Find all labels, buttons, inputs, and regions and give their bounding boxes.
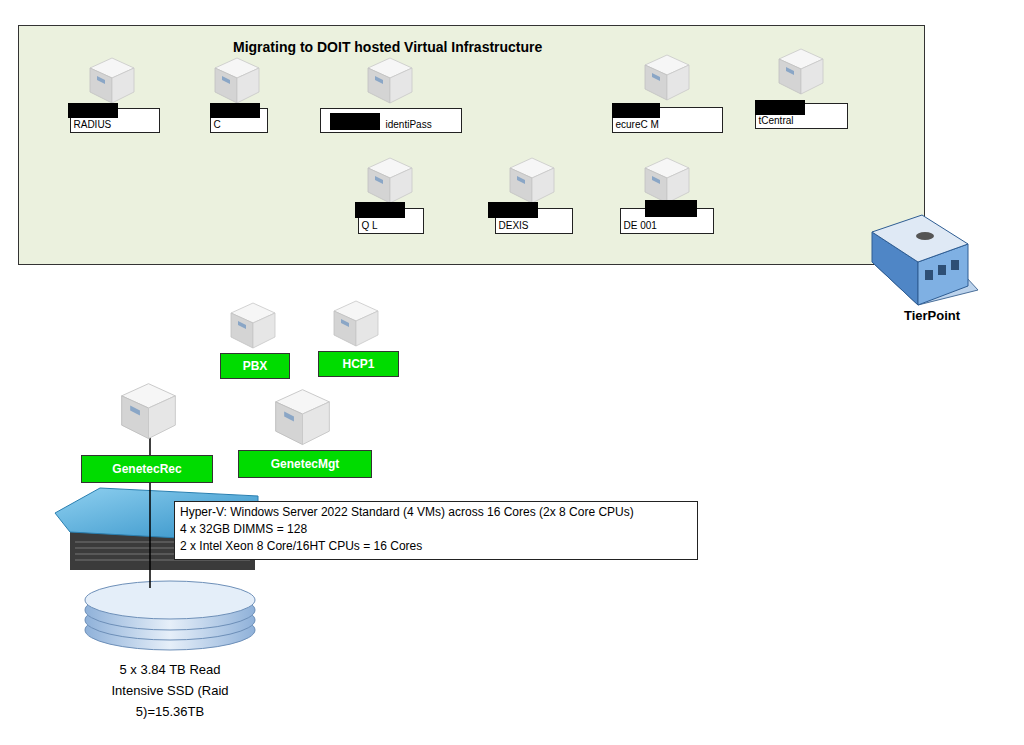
vm-icon (276, 390, 330, 445)
group-band: Migrating to DOIT hosted Virtual Infrast… (18, 25, 925, 265)
vm-label-box: RADIUS (70, 108, 160, 133)
vm-icon (645, 158, 689, 203)
group-heading: Migrating to DOIT hosted Virtual Infrast… (233, 39, 542, 55)
vm-green-box: HCP1 (318, 351, 399, 377)
node-text: tCentral (759, 115, 794, 127)
vm-icon (368, 58, 412, 103)
node-text: DEXIS (499, 220, 529, 232)
node-text: DE 001 (624, 220, 657, 232)
node-text: 2 x Intel Xeon 8 Core/16HT CPUs = 16 Cor… (180, 538, 692, 555)
node-text: HCP1 (342, 357, 374, 371)
vm-label-box: ecureC M (612, 107, 723, 133)
node-text: GenetecRec (112, 462, 181, 476)
node-text: Q L (362, 220, 378, 232)
vm-label-box: DEXIS (495, 208, 573, 234)
vm-icon (510, 158, 554, 203)
node-text: ecureC M (616, 119, 659, 131)
vm-label-box: identiPass (320, 108, 462, 133)
vm-icon (779, 49, 823, 94)
node-text: PBX (243, 359, 268, 373)
node-text: C (214, 119, 221, 131)
node-text: Hyper-V: Windows Server 2022 Standard (4… (180, 504, 692, 521)
vm-label-box: DE 001 (620, 208, 714, 234)
redaction-blocks (68, 100, 805, 218)
storage-label: 5 x 3.84 TB Read Intensive SSD (Raid 5)=… (100, 659, 240, 722)
vm-icon (368, 158, 412, 203)
node-text: identiPass (324, 119, 432, 131)
vm-label-box: Q L (358, 208, 424, 234)
vm-green-box: PBX (220, 353, 290, 379)
vm-icons (90, 49, 823, 445)
host-spec-box: Hyper-V: Windows Server 2022 Standard (4… (174, 501, 698, 560)
datacenter-building (872, 215, 978, 305)
disk-symbol (85, 581, 255, 650)
vm-label-box: C (210, 108, 268, 133)
node-text: GenetecMgt (271, 457, 340, 471)
node-text: RADIUS (74, 119, 112, 131)
storage-link-line (149, 412, 151, 588)
vm-label-box: tCentral (755, 103, 848, 129)
vm-icon (334, 301, 378, 346)
vm-icon (122, 384, 176, 439)
site-label: TierPoint (892, 308, 972, 324)
vm-green-box: GenetecRec (81, 455, 213, 483)
vm-icon (215, 58, 259, 103)
vm-icon (645, 55, 689, 100)
vm-icon (90, 58, 134, 103)
node-text: 4 x 32GB DIMMS = 128 (180, 521, 692, 538)
vm-green-box: GenetecMgt (238, 450, 372, 478)
vm-icon (231, 303, 275, 348)
